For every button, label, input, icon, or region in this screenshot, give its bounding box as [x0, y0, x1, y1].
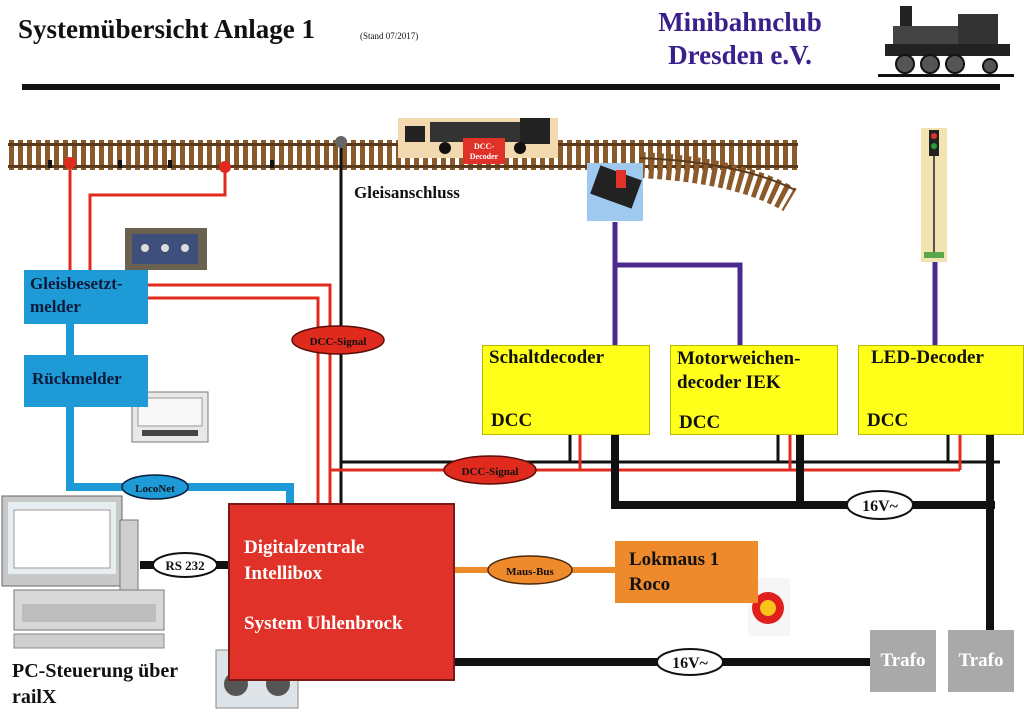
- v16-lower-text: 16V~: [672, 655, 709, 672]
- central-unit-line1: Digitalzentrale: [244, 537, 365, 558]
- club-name: Minibahnclub Dresden e.V.: [640, 6, 840, 72]
- v16-lower-label: [656, 648, 724, 676]
- dcc-signal-lower-text: DCC-Signal: [462, 466, 519, 478]
- motor-turnout-decoder-title: Motorweichen- decoder IEK: [677, 347, 800, 395]
- central-unit-box: Digitalzentrale Intellibox System Uhlenb…: [228, 503, 455, 681]
- page-title: Systemübersicht Anlage 1: [18, 14, 315, 44]
- feedback-wires: [68, 163, 332, 520]
- switch-decoder-box: Schaltdecoder DCC: [482, 345, 650, 435]
- motor-decoder-line2: decoder IEK: [677, 372, 781, 393]
- switch-decoder-dcc: DCC: [491, 410, 533, 431]
- club-name-line1: Minibahnclub: [658, 7, 822, 37]
- led-decoder-dcc: DCC: [867, 410, 909, 431]
- pc-control-label: PC-Steuerung über railX: [12, 658, 178, 710]
- feedback-module-icon: [131, 391, 209, 443]
- motor-turnout-decoder-box: Motorweichen- decoder IEK DCC: [670, 345, 838, 435]
- pc-computer-icon: [1, 495, 165, 649]
- led-decoder-box: LED-Decoder DCC: [858, 345, 1024, 435]
- loconet-label: [121, 474, 189, 500]
- rs232-text: RS 232: [165, 558, 204, 573]
- v16-upper-text: 16V~: [862, 498, 899, 515]
- central-unit-line3: System Uhlenbrock: [244, 613, 403, 634]
- transformer-2-box: Trafo: [948, 630, 1014, 692]
- turnout-control-wires: [612, 222, 938, 345]
- loco-decoder-label-1: DCC-: [474, 142, 494, 151]
- pc-control-line2: railX: [12, 686, 57, 708]
- occupancy-detector-line2: melder: [30, 297, 81, 316]
- locomotive-logo: [875, 4, 1015, 80]
- v16-upper-label: [846, 490, 914, 520]
- pc-control-line1: PC-Steuerung über: [12, 660, 179, 682]
- transformer-2-label: Trafo: [958, 650, 1004, 671]
- occupancy-detector-line1: Gleisbesetzt-: [30, 274, 123, 293]
- rs232-label: [152, 552, 218, 578]
- loco-decoder-label-2: Decoder: [470, 152, 499, 161]
- lokmaus-line2: Roco: [629, 574, 671, 595]
- led-decoder-title: LED-Decoder: [871, 347, 984, 368]
- feedback-contact-2: [219, 161, 231, 173]
- header-divider: [22, 84, 1000, 90]
- occupancy-board-icon: [125, 228, 207, 270]
- dcc-bus-wires: [330, 435, 962, 472]
- maus-bus-text: Maus-Bus: [506, 566, 554, 578]
- motor-decoder-dcc: DCC: [679, 412, 721, 433]
- switch-decoder-title: Schaltdecoder: [489, 347, 605, 368]
- track-feed-contact: [335, 136, 347, 148]
- occupancy-detector-box: Gleisbesetzt- melder: [24, 270, 148, 324]
- turnout-motor-icon: [587, 163, 643, 221]
- transformer-1-box: Trafo: [870, 630, 936, 692]
- feedback-reporter-label: Rückmelder: [32, 369, 122, 388]
- feedback-reporter-box: Rückmelder: [24, 355, 148, 407]
- track-connection-label: Gleisanschluss: [354, 183, 460, 202]
- feedback-contact-1: [64, 157, 76, 169]
- transformer-1-label: Trafo: [880, 650, 926, 671]
- central-unit-line2: Intellibox: [244, 563, 323, 584]
- stand-date: (Stand 07/2017): [360, 31, 419, 41]
- club-name-line2: Dresden e.V.: [668, 40, 812, 70]
- motor-decoder-line1: Motorweichen-: [677, 348, 801, 369]
- lokmaus-line1: Lokmaus 1: [629, 549, 720, 570]
- loconet-text: LocoNet: [135, 483, 175, 495]
- maus-bus-label: [487, 555, 573, 585]
- dcc-locomotive-icon: [398, 118, 558, 164]
- light-signal-icon: [921, 128, 947, 262]
- dcc-signal-upper-label: [291, 325, 385, 355]
- dcc-signal-lower-label: [443, 455, 537, 485]
- lokmaus-box: Lokmaus 1 Roco: [615, 541, 758, 603]
- dcc-signal-upper-text: DCC-Signal: [310, 336, 367, 348]
- lokmaus-handset-icon: [748, 578, 790, 636]
